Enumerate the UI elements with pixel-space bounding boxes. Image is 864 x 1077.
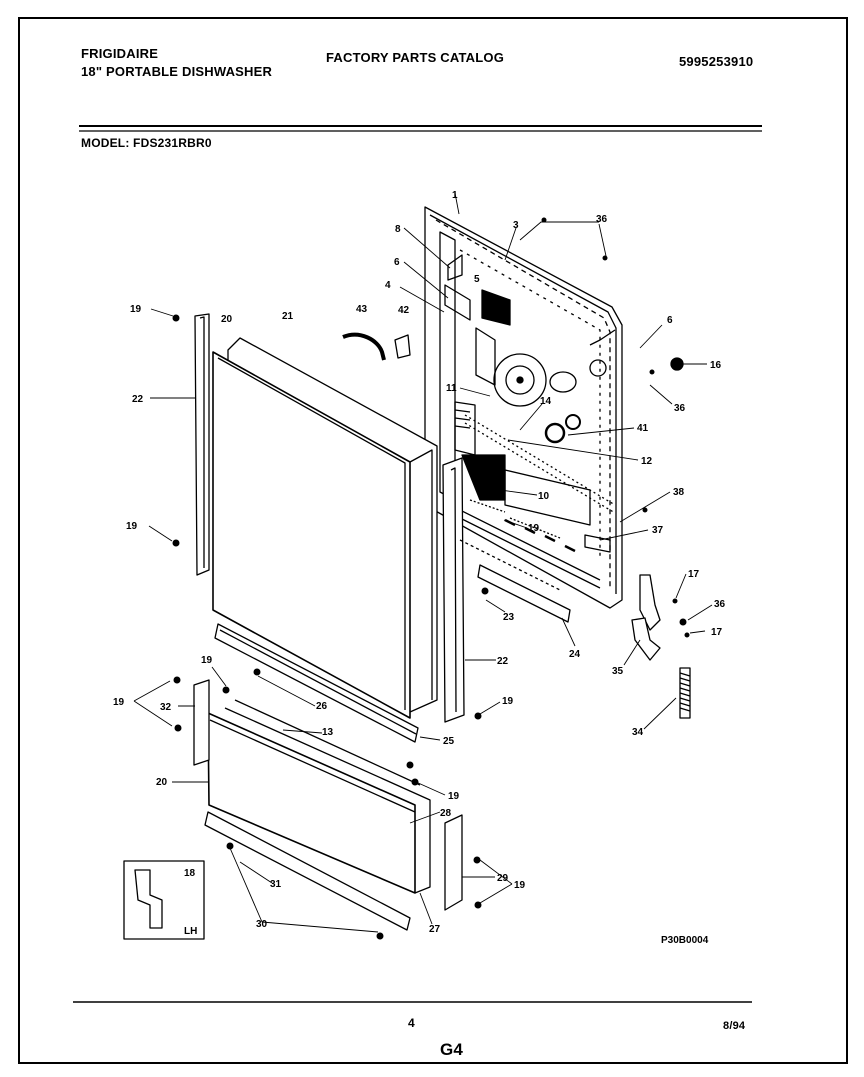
model-number: MODEL: FDS231RBR0 <box>81 136 212 150</box>
callout-8: 8 <box>395 224 401 235</box>
inset-side-label: LH <box>184 926 197 937</box>
callout-5: 5 <box>474 274 480 285</box>
callout-22: 22 <box>132 394 144 405</box>
callout-22: 22 <box>497 656 509 667</box>
callout-36: 36 <box>674 403 686 414</box>
callout-11: 11 <box>446 383 457 394</box>
callout-43: 43 <box>356 304 368 315</box>
callout-36: 36 <box>596 214 608 225</box>
bracket-29 <box>444 814 463 911</box>
callout-41: 41 <box>637 423 649 434</box>
callout-19: 19 <box>502 696 514 707</box>
callout-19: 19 <box>201 655 213 666</box>
callout-36: 36 <box>714 599 726 610</box>
callout-14: 14 <box>540 396 552 407</box>
callout-1: 1 <box>452 190 458 201</box>
callout-labels: 1 3 36 8 5 6 4 43 42 19 20 21 6 16 22 11… <box>113 190 726 946</box>
callout-27: 27 <box>429 924 441 935</box>
trim-strip-26 <box>214 623 419 743</box>
side-trim-left <box>194 313 210 576</box>
callout-6: 6 <box>394 257 400 268</box>
section-code: G4 <box>440 1040 464 1059</box>
callout-19: 19 <box>126 521 138 532</box>
callout-19: 19 <box>448 791 460 802</box>
callout-16: 16 <box>710 360 722 371</box>
bottom-trim-31 <box>204 811 411 931</box>
print-date: 8/94 <box>723 1020 746 1032</box>
lower-panel <box>207 699 431 894</box>
callout-28: 28 <box>440 808 452 819</box>
callout-21: 21 <box>282 311 294 322</box>
spring-34 <box>679 667 691 719</box>
product-title: 18" PORTABLE DISHWASHER <box>81 64 273 79</box>
side-trim-right <box>442 457 465 723</box>
bottom-trim-24 <box>477 564 571 623</box>
callout-17: 17 <box>688 569 700 580</box>
inner-door-panel <box>424 206 623 609</box>
leader-lines <box>133 192 713 933</box>
callout-24: 24 <box>569 649 581 660</box>
callout-3: 3 <box>513 220 519 231</box>
inset-lh-detail <box>123 860 205 940</box>
callout-23: 23 <box>503 612 515 623</box>
hose-43 <box>342 332 386 361</box>
callout-32: 32 <box>160 702 172 713</box>
callout-37: 37 <box>652 525 664 536</box>
drawing-code: P30B0004 <box>661 935 709 946</box>
callout-25: 25 <box>443 736 455 747</box>
callout-35: 35 <box>612 666 624 677</box>
callout-26: 26 <box>316 701 328 712</box>
callout-10: 10 <box>538 491 550 502</box>
callout-19: 19 <box>130 304 142 315</box>
callout-12: 12 <box>641 456 653 467</box>
bracket-32 <box>193 679 210 766</box>
callout-42: 42 <box>398 305 410 316</box>
catalog-title: FACTORY PARTS CATALOG <box>326 50 505 65</box>
callout-29: 29 <box>497 873 509 884</box>
outer-door-panel <box>212 337 438 719</box>
callout-34: 34 <box>632 727 644 738</box>
part-42 <box>394 334 411 359</box>
callout-4: 4 <box>385 280 391 291</box>
inset-callout-18: 18 <box>184 868 196 879</box>
callout-19: 19 <box>528 523 540 534</box>
part-16 <box>670 357 684 371</box>
callout-17: 17 <box>711 627 723 638</box>
callout-31: 31 <box>270 879 282 890</box>
bracket-35 <box>631 617 661 661</box>
bracket-17 <box>639 574 661 631</box>
callout-13: 13 <box>322 727 334 738</box>
page-border <box>18 17 848 1064</box>
callout-6: 6 <box>667 315 673 326</box>
callout-19: 19 <box>514 880 526 891</box>
callout-20: 20 <box>221 314 233 325</box>
callout-38: 38 <box>673 487 685 498</box>
brand-name: FRIGIDAIRE <box>81 46 159 61</box>
callout-19: 19 <box>113 697 125 708</box>
callout-20: 20 <box>156 777 168 788</box>
catalog-number: 5995253910 <box>679 54 754 69</box>
callout-30: 30 <box>256 919 268 930</box>
page-number: 4 <box>408 1016 415 1030</box>
